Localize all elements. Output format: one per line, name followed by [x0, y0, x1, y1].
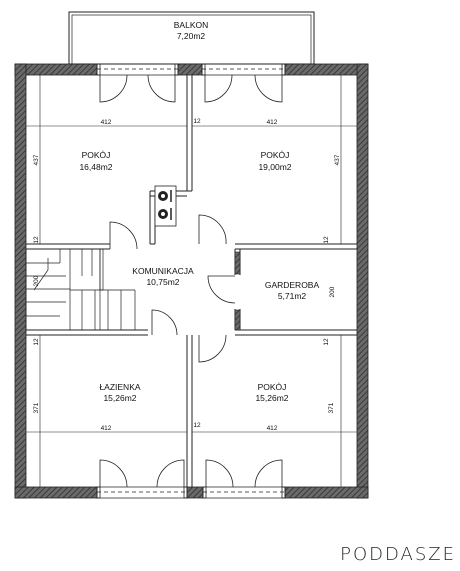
pokoj-nw-area: 16,48m2	[79, 162, 112, 172]
dim-wall-bottom-center: 12	[193, 422, 201, 429]
dim-right-wall-upper: 12	[323, 236, 330, 244]
staircase	[25, 248, 136, 331]
balkon-name: BALKON	[174, 20, 209, 30]
dim-bottom-right-width: 412	[267, 425, 278, 432]
pokoj-ne-name: POKÓJ	[261, 150, 290, 160]
top-door-frames	[96, 63, 286, 76]
komunikacja-name: KOMUNIKACJA	[132, 266, 194, 276]
dim-bottom-left-width: 412	[101, 425, 112, 432]
dim-left-bottom-height: 371	[33, 402, 40, 413]
lazienka-area: 15,26m2	[103, 393, 136, 403]
door-swings	[99, 74, 283, 488]
dim-right-bottom-height: 371	[328, 402, 335, 413]
pokoj-ne-area: 19,00m2	[258, 162, 291, 172]
plan-title: PODDASZE	[340, 544, 456, 565]
dim-wall-top-center: 12	[193, 118, 201, 125]
dim-right-wall-lower: 12	[323, 338, 330, 346]
dim-garderoba-height: 200	[329, 286, 336, 297]
outer-walls	[14, 63, 369, 499]
balkon-area: 7,20m2	[177, 31, 206, 41]
dim-left-wall-upper: 12	[33, 236, 40, 244]
pokoj-nw-name: POKÓJ	[82, 150, 111, 160]
dim-right-top-height: 437	[334, 154, 341, 165]
dim-left-top-height: 437	[33, 154, 40, 165]
chimney-vents	[154, 185, 177, 227]
dim-stair-height: 200	[33, 275, 40, 286]
garderoba-area: 5,71m2	[278, 291, 307, 301]
dimension-lines	[26, 75, 357, 487]
dim-left-wall-lower: 12	[33, 338, 40, 346]
komunikacja-area: 10,75m2	[146, 277, 179, 287]
dim-top-left-width: 412	[101, 119, 112, 126]
garderoba-name: GARDEROBA	[265, 280, 320, 290]
pokoj-se-area: 15,26m2	[255, 393, 288, 403]
lazienka-name: ŁAZIENKA	[99, 382, 140, 392]
dim-top-right-width: 412	[267, 119, 278, 126]
bottom-door-frames	[96, 486, 286, 499]
pokoj-se-name: POKÓJ	[258, 382, 287, 392]
wall-stubs	[234, 251, 241, 331]
